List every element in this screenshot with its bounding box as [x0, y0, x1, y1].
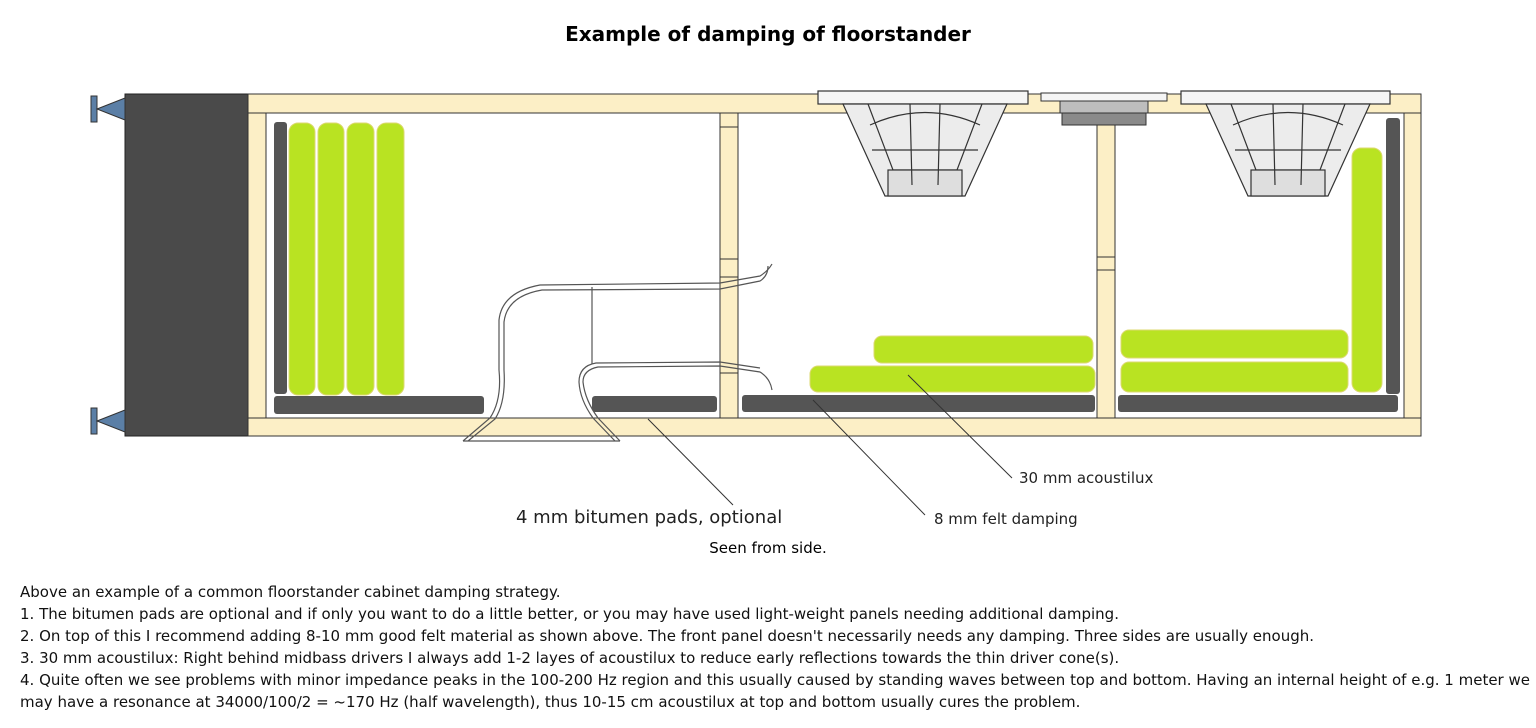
- tweeter-icon: [1040, 92, 1168, 126]
- acoustilux-label: 30 mm acoustilux: [1019, 469, 1154, 487]
- spike-icon: [90, 95, 126, 123]
- midbass-driver-icon: [1180, 90, 1391, 197]
- diagram-title: Example of damping of floorstander: [565, 22, 971, 46]
- cabinet-diagram: 30 mm acoustilux 8 mm felt damping 4 mm …: [90, 90, 1422, 528]
- description-item-1: 1. The bitumen pads are optional and if …: [20, 605, 1119, 623]
- description-intro: Above an example of a common floorstande…: [20, 583, 561, 601]
- felt-damping: [274, 118, 1400, 414]
- acoustilux-damping: [288, 122, 1383, 396]
- bitumen-label: 4 mm bitumen pads, optional: [516, 507, 782, 528]
- description-item-3: 3. 30 mm acoustilux: Right behind midbas…: [20, 649, 1120, 667]
- front-baffle: [124, 93, 249, 437]
- description-item-2: 2. On top of this I recommend adding 8-1…: [20, 627, 1315, 645]
- description: Above an example of a common floorstande…: [20, 581, 1530, 713]
- bass-reflex-port-icon: [462, 263, 773, 442]
- felt-label: 8 mm felt damping: [934, 510, 1078, 528]
- description-item-4: 4. Quite often we see problems with mino…: [20, 671, 1530, 711]
- leader-lines: [647, 374, 1013, 516]
- cabinet-walls: [247, 93, 1422, 437]
- midbass-driver-icon: [817, 90, 1029, 197]
- spike-icon: [90, 407, 126, 435]
- diagram-caption: Seen from side.: [709, 539, 827, 557]
